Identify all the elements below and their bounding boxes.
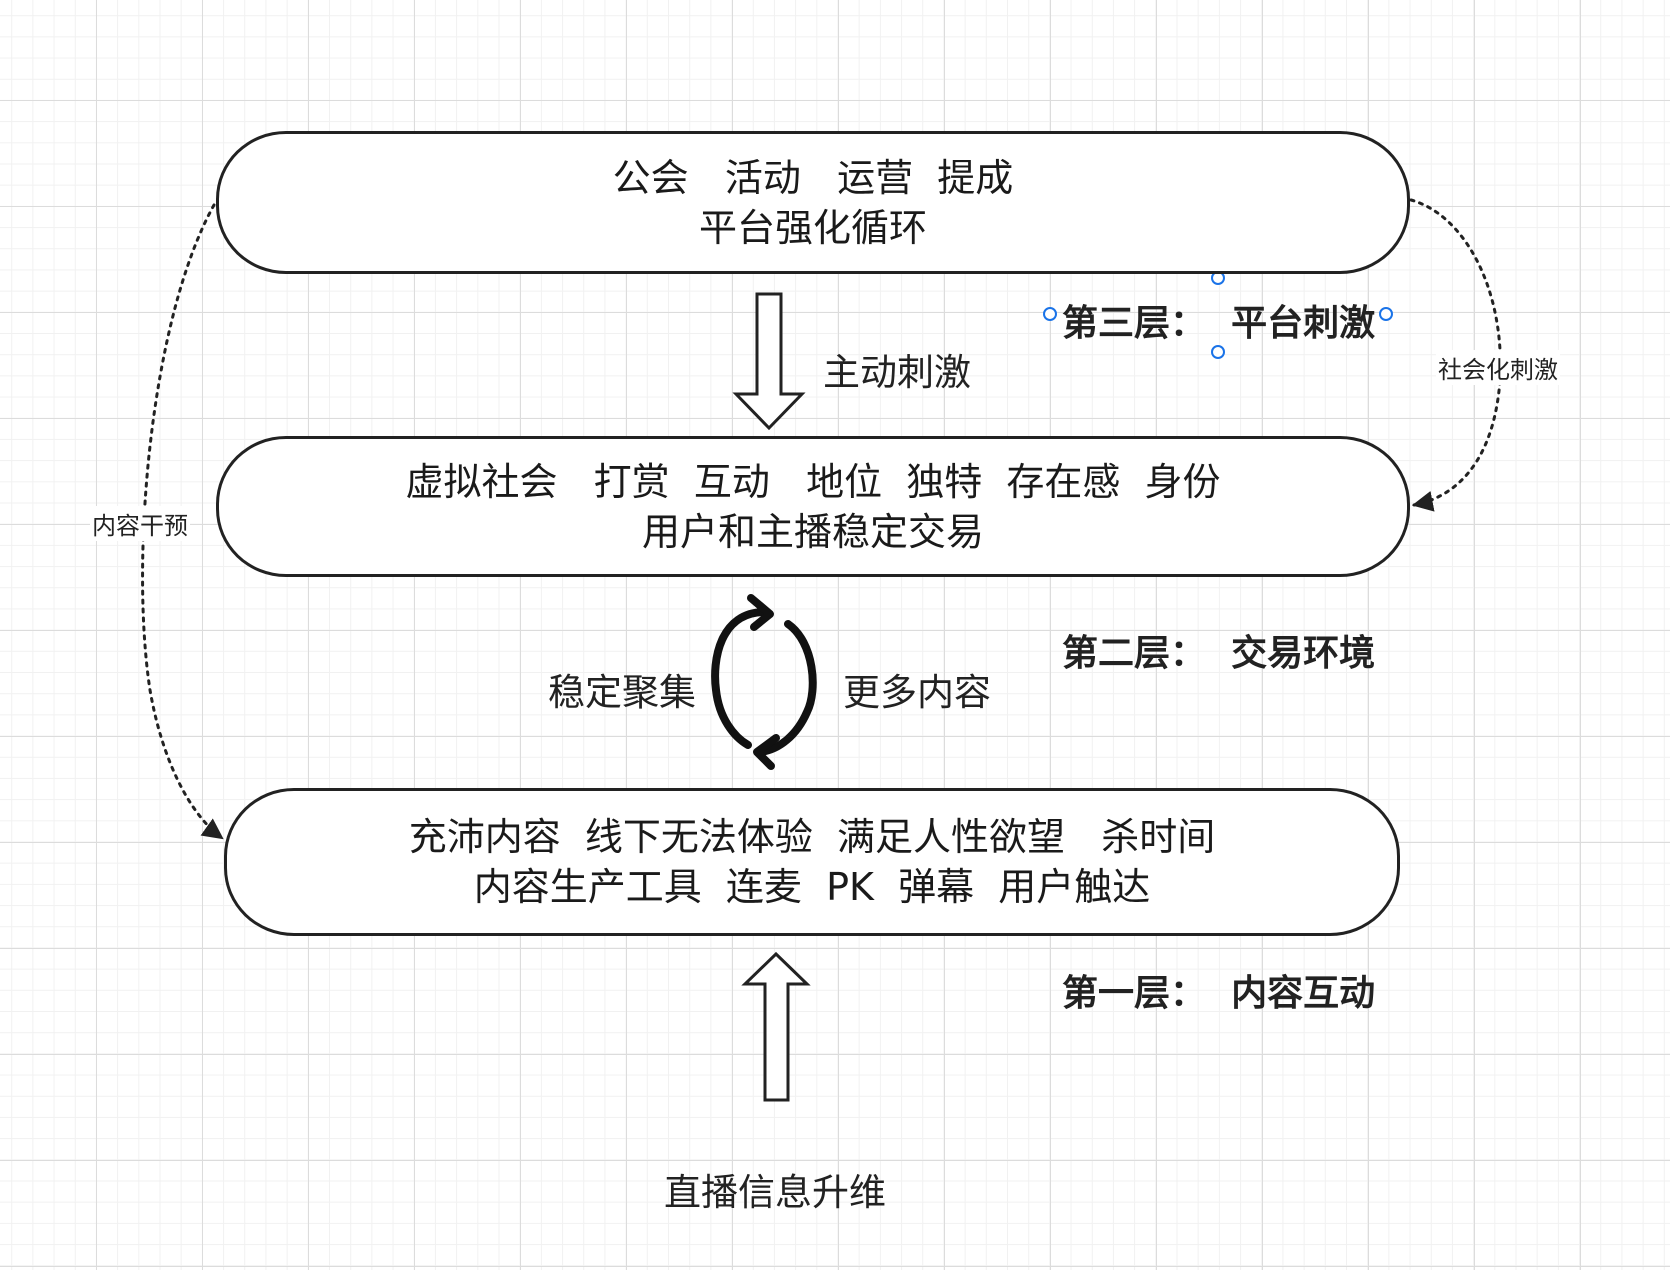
more-content-label[interactable]: 更多内容 <box>843 671 991 714</box>
left-dotted-connector[interactable] <box>141 203 224 840</box>
platform-layer-line1: 公会 活动 运营 提成 <box>612 155 1014 200</box>
transaction-layer-line1: 虚拟社会 打赏 互动 地位 独特 存在感 身份 <box>405 459 1221 504</box>
content-layer-line2: 内容生产工具 连麦 PK 弹幕 用户触达 <box>473 865 1151 909</box>
layer-2-label[interactable]: 第二层： 交易环境 <box>1062 633 1376 674</box>
selection-handle-right[interactable] <box>1379 307 1393 321</box>
layer-3-label[interactable]: 第三层： 平台刺激 <box>1062 303 1376 344</box>
social-stimulus-label[interactable]: 社会化刺激 <box>1436 350 1560 385</box>
selection-handle-left[interactable] <box>1043 307 1057 321</box>
content-layer-box[interactable]: 充沛内容 线下无法体验 满足人性欲望 杀时间 内容生产工具 连麦 PK 弹幕 用… <box>224 788 1400 936</box>
layer-1-label[interactable]: 第一层： 内容互动 <box>1062 973 1376 1014</box>
transaction-layer-box[interactable]: 虚拟社会 打赏 互动 地位 独特 存在感 身份 用户和主播稳定交易 <box>216 436 1410 577</box>
content-intervention-label[interactable]: 内容干预 <box>90 506 190 541</box>
cycle-refresh-icon <box>711 594 817 770</box>
live-info-upgrade-label[interactable]: 直播信息升维 <box>664 1171 886 1214</box>
transaction-layer-line2: 用户和主播稳定交易 <box>641 509 984 554</box>
platform-layer-box[interactable]: 公会 活动 运营 提成 平台强化循环 <box>216 131 1410 274</box>
stable-aggregation-label[interactable]: 稳定聚集 <box>548 671 696 714</box>
platform-layer-line2: 平台强化循环 <box>698 205 927 250</box>
up-hollow-arrow[interactable] <box>741 951 811 1102</box>
content-layer-line1: 充沛内容 线下无法体验 满足人性欲望 杀时间 <box>408 815 1216 859</box>
selection-handles[interactable] <box>1043 271 1393 359</box>
selection-handle-bottom[interactable] <box>1211 345 1225 359</box>
down-hollow-arrow[interactable] <box>732 292 806 431</box>
active-stimulus-label[interactable]: 主动刺激 <box>823 351 971 394</box>
